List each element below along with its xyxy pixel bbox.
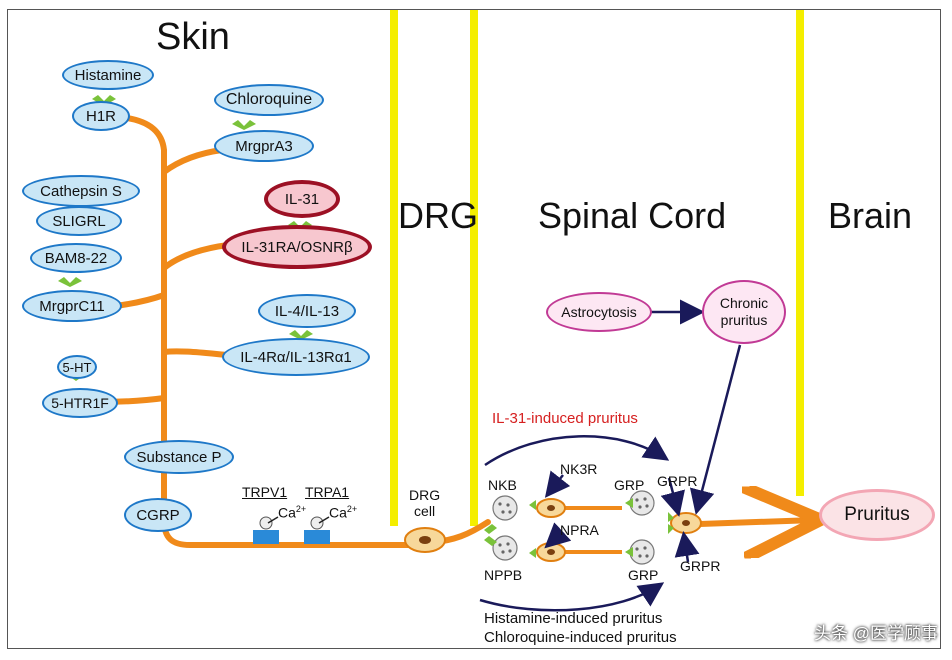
nkb-label: NKB	[488, 477, 517, 493]
cgrp-blob: CGRP	[124, 498, 192, 532]
substance-p-blob: Substance P	[124, 440, 234, 474]
astrocytosis-blob: Astrocytosis	[546, 292, 652, 332]
divider-spinal-brain	[796, 10, 804, 496]
calcium-label-2: Ca2+	[329, 504, 358, 521]
cathepsin-s-ligand: Cathepsin S	[22, 175, 140, 207]
il31ra-osnrb-receptor: IL-31RA/OSNRβ	[222, 225, 372, 269]
pruritus-output: Pruritus	[822, 492, 932, 538]
synapse-receptors	[484, 498, 674, 558]
drg-cell-body	[404, 527, 446, 553]
chronic-pruritus-blob: Chronic pruritus	[702, 280, 786, 344]
il4-il13-ligand: IL-4/IL-13	[258, 294, 356, 328]
ion-channel-trpv1	[253, 516, 279, 544]
grp-top-label: GRP	[614, 477, 645, 493]
chronic-pruritus-line1: Chronic	[719, 295, 769, 311]
drg-cell-label-line1: DRG	[409, 487, 441, 503]
histamine-induced-pruritus-label: Histamine-induced pruritus	[484, 610, 663, 627]
5-htr1f-receptor: 5-HTR1F	[42, 388, 118, 418]
chloroquine-ligand: Chloroquine	[214, 84, 324, 116]
nerve-fiber	[95, 115, 815, 545]
chronic-pruritus-line2: pruritus	[720, 312, 768, 328]
mrgprc11-receptor: MrgprC11	[22, 290, 122, 322]
ion-channel-trpa1	[304, 516, 330, 544]
header-brain: Brain	[828, 195, 913, 236]
divider-drg-spinal	[470, 10, 478, 526]
drg-cell-label: DRG cell	[409, 487, 440, 519]
binding-marks	[58, 95, 313, 381]
nppb-label: NPPB	[484, 567, 523, 583]
trpa1-label: TRPA1	[305, 484, 350, 500]
spinal-neurons	[536, 498, 702, 562]
calcium-label-1: Ca2+	[278, 504, 307, 521]
npra-label: NPRA	[560, 522, 599, 538]
spinal-neuron-fibers	[560, 506, 622, 554]
vesicle-dots	[498, 497, 649, 558]
bam8-22-ligand: BAM8-22	[30, 243, 122, 273]
watermark: 头条 @医学顾事	[814, 624, 938, 643]
drg-cell-label-line2: cell	[414, 503, 436, 519]
histamine-ligand: Histamine	[62, 60, 154, 90]
il31-ligand: IL-31	[264, 180, 340, 218]
sligrl-ligand: SLIGRL	[36, 206, 122, 236]
mrgpra3-receptor: MrgprA3	[214, 130, 314, 162]
grp-bottom-label: GRP	[628, 567, 659, 583]
vesicles	[492, 490, 655, 565]
h1r-receptor: H1R	[72, 101, 130, 131]
il31-induced-pruritus-label: IL-31-induced pruritus	[492, 410, 638, 427]
divider-skin-drg	[390, 10, 398, 526]
trpv1-label: TRPV1	[242, 484, 288, 500]
pathway-arrows	[479, 299, 742, 612]
chloroquine-induced-pruritus-label: Chloroquine-induced pruritus	[484, 629, 677, 646]
grpr-top-label: GRPR	[657, 473, 698, 489]
5-ht-ligand: 5-HT	[57, 355, 97, 379]
header-skin: Skin	[156, 16, 230, 58]
il4ra-il13ra1-receptor: IL-4Rα/IL-13Rα1	[222, 338, 370, 376]
nk3r-label: NK3R	[560, 461, 598, 477]
header-spinal-cord: Spinal Cord	[538, 195, 727, 236]
header-drg: DRG	[398, 195, 478, 236]
figure-border	[7, 9, 941, 649]
grpr-bottom-label: GRPR	[680, 558, 721, 574]
